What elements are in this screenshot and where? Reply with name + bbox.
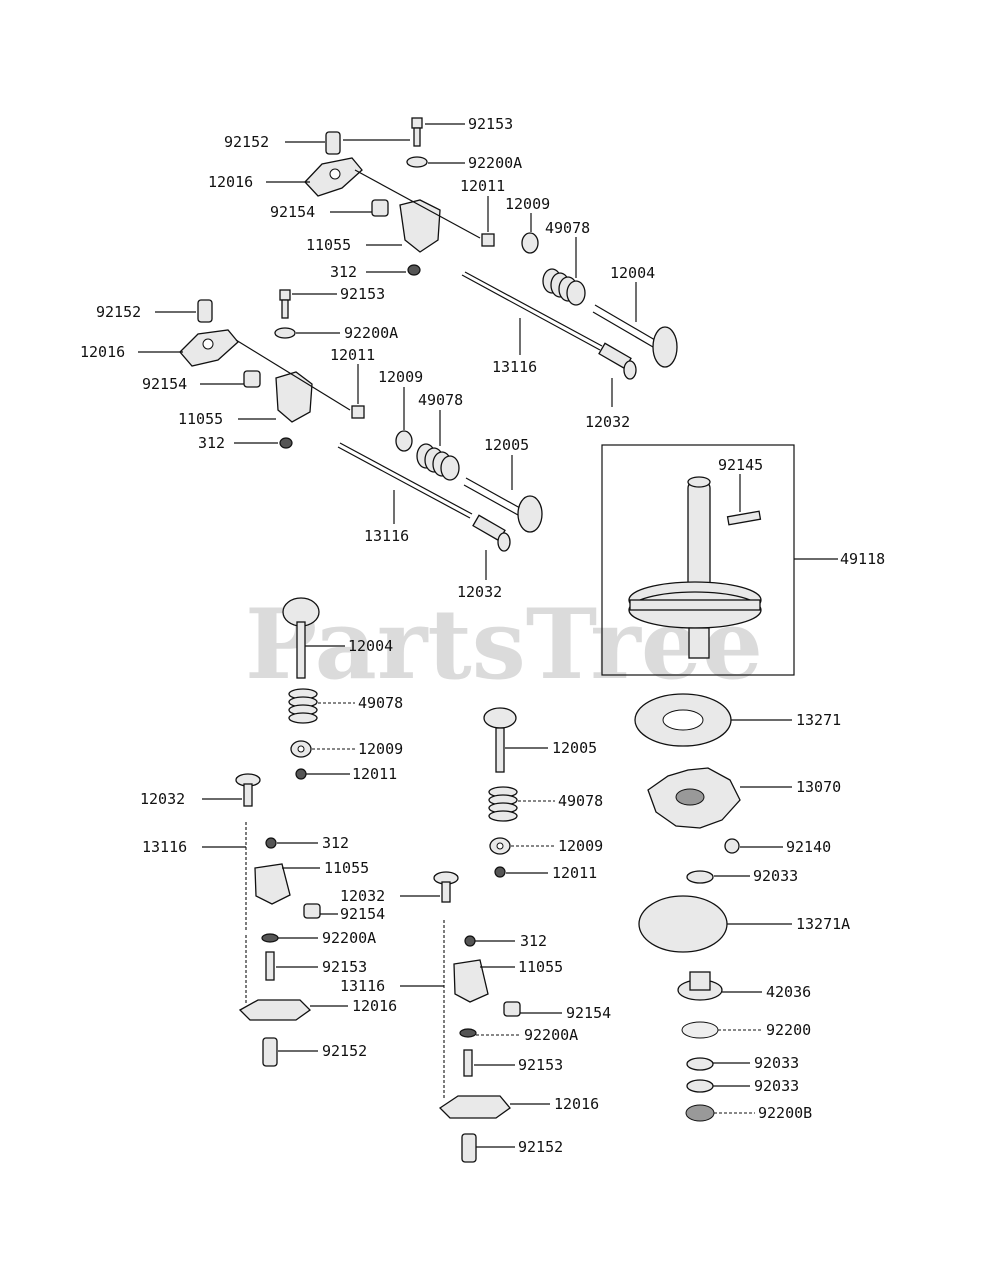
part-number-label: 312 (520, 932, 547, 950)
part-number-label: 13116 (492, 358, 537, 376)
part-number-label: 13070 (796, 778, 841, 796)
part-number-label: 13271A (796, 915, 850, 933)
part-number-label: 11055 (178, 410, 223, 428)
part-number-label: 13116 (340, 977, 385, 995)
part-number-label: 12005 (484, 436, 529, 454)
part-number-label: 92200A (322, 929, 376, 947)
part-number-label: 12009 (505, 195, 550, 213)
part-number-label: 12011 (460, 177, 505, 195)
part-number-label: 13116 (364, 527, 409, 545)
part-number-label: 92200A (344, 324, 398, 342)
valve-stack-center (433, 707, 521, 1163)
part-number-label: 12032 (457, 583, 502, 601)
part-number-label: 92200A (524, 1026, 578, 1044)
part-number-label: 12032 (140, 790, 185, 808)
part-number-label: 12016 (352, 997, 397, 1015)
part-number-label: 12004 (348, 637, 393, 655)
part-number-label: 12011 (330, 346, 375, 364)
part-number-label: 12004 (610, 264, 655, 282)
leader-lines (138, 123, 838, 1148)
part-number-label: 92152 (224, 133, 269, 151)
part-number-label: 92153 (468, 115, 513, 133)
part-number-label: 12032 (340, 887, 385, 905)
part-number-label: 92200B (758, 1104, 812, 1122)
part-number-label: 92152 (518, 1138, 563, 1156)
part-number-label: 12016 (208, 173, 253, 191)
part-number-label: 92152 (322, 1042, 367, 1060)
part-number-label: 12016 (80, 343, 125, 361)
part-number-label: 12032 (585, 413, 630, 431)
part-number-label: 92145 (718, 456, 763, 474)
part-number-label: 92153 (340, 285, 385, 303)
part-number-label: 13271 (796, 711, 841, 729)
valve-stack-left (235, 597, 321, 1067)
camshaft-box (601, 444, 795, 676)
part-number-label: 12005 (552, 739, 597, 757)
part-number-label: 13116 (142, 838, 187, 856)
part-number-label: 92200 (766, 1021, 811, 1039)
part-number-label: 12011 (552, 864, 597, 882)
part-number-label: 11055 (518, 958, 563, 976)
part-number-label: 11055 (306, 236, 351, 254)
part-number-label: 92154 (340, 905, 385, 923)
rocker-assembly-upper (304, 117, 495, 276)
part-number-label: 12009 (378, 368, 423, 386)
part-number-label: 312 (322, 834, 349, 852)
part-number-label: 12016 (554, 1095, 599, 1113)
governor-stack (634, 693, 741, 1122)
part-labels: 92153 92152 92200A 12016 12011 12009 921… (80, 115, 885, 1156)
valve-train-lower (337, 430, 543, 552)
part-number-label: 92154 (142, 375, 187, 393)
part-number-label: 92154 (270, 203, 315, 221)
part-number-label: 92153 (322, 958, 367, 976)
part-number-label: 92033 (754, 1077, 799, 1095)
part-number-label: 312 (198, 434, 225, 452)
part-number-label: 49078 (418, 391, 463, 409)
part-number-label: 49118 (840, 550, 885, 568)
valve-train-upper (461, 232, 678, 380)
part-number-label: 49078 (545, 219, 590, 237)
part-number-label: 92033 (754, 1054, 799, 1072)
part-number-label: 49078 (558, 792, 603, 810)
part-number-label: 92140 (786, 838, 831, 856)
part-number-label: 11055 (324, 859, 369, 877)
rocker-assembly-lower (179, 289, 365, 449)
part-number-label: 49078 (358, 694, 403, 712)
part-number-label: 12011 (352, 765, 397, 783)
part-number-label: 92033 (753, 867, 798, 885)
part-number-label: 12009 (558, 837, 603, 855)
part-number-label: 312 (330, 263, 357, 281)
part-number-label: 92154 (566, 1004, 611, 1022)
part-number-label: 92152 (96, 303, 141, 321)
part-number-label: 92153 (518, 1056, 563, 1074)
part-number-label: 92200A (468, 154, 522, 172)
part-number-label: 12009 (358, 740, 403, 758)
part-number-label: 42036 (766, 983, 811, 1001)
